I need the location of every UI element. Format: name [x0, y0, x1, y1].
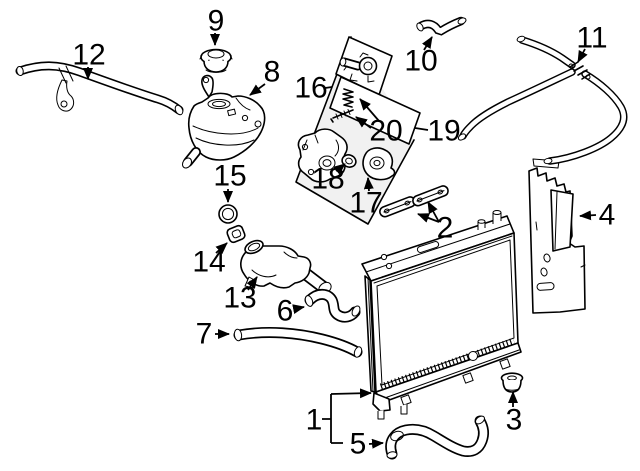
callout-7-number: 7 [196, 318, 213, 351]
upper-radiator-hose-illustration [233, 327, 363, 358]
callout-9: 9 [208, 5, 225, 46]
callout-11-number: 11 [576, 22, 607, 55]
callout-5: 5 [350, 428, 384, 461]
mount-cushion-illustration [500, 372, 524, 393]
callout-18-number: 18 [311, 163, 344, 196]
callout-17: 17 [349, 177, 383, 220]
callout-5-number: 5 [350, 428, 367, 461]
callout-20: 20 [355, 98, 403, 148]
callout-20-number: 20 [369, 115, 402, 148]
bracket-a-illustration [379, 196, 416, 218]
coolant-reservoir-illustration [181, 74, 266, 169]
radiator-illustration [361, 210, 522, 420]
callout-3-number: 3 [506, 404, 523, 437]
callout-2-number: 2 [437, 212, 454, 245]
auxiliary-pump-illustration [339, 52, 378, 83]
callout-6: 6 [277, 295, 305, 328]
o-ring-illustration [218, 204, 238, 224]
callout-7: 7 [196, 318, 230, 351]
callout-6-number: 6 [277, 295, 294, 328]
callout-19-number: 19 [427, 115, 460, 148]
callout-8: 8 [249, 56, 281, 96]
callout-16: 16 [294, 72, 333, 105]
vent-hose-assembly-illustration [457, 35, 628, 165]
callout-11: 11 [576, 22, 608, 63]
callout-15: 15 [213, 160, 247, 203]
callout-12-number: 12 [72, 39, 105, 72]
callout-17-number: 17 [349, 187, 382, 220]
callout-13: 13 [223, 276, 258, 315]
spring-illustration [342, 88, 354, 108]
callout-18: 18 [311, 163, 346, 196]
callout-9-number: 9 [208, 5, 225, 38]
callout-4-number: 4 [599, 199, 616, 232]
callout-15-number: 15 [213, 160, 246, 193]
heater-pipe-illustration [15, 61, 184, 116]
callout-10-number: 10 [404, 45, 437, 78]
lower-radiator-hose-illustration [385, 415, 489, 460]
air-baffle-illustration [528, 158, 586, 314]
bolt-illustration [330, 109, 354, 123]
callout-13-number: 13 [223, 282, 256, 315]
callout-14-number: 14 [192, 246, 225, 279]
callout-1: 1 [306, 388, 372, 444]
callout-3: 3 [506, 391, 523, 437]
bypass-hose-illustration [304, 288, 361, 323]
callout-4: 4 [579, 199, 616, 232]
callout-14: 14 [192, 242, 228, 279]
pipe-bracket [56, 65, 75, 112]
spring-bolt-kit-box [329, 76, 421, 145]
reservoir-cap-illustration [199, 48, 233, 73]
gasket-illustration [226, 224, 246, 244]
elbow-hose-illustration [416, 16, 467, 36]
callout-10: 10 [404, 36, 438, 78]
hose-clamp-illustration [568, 61, 591, 80]
callout-12: 12 [72, 39, 106, 80]
callout-1-number: 1 [306, 404, 323, 437]
callout-2: 2 [417, 201, 454, 245]
callout-19: 19 [414, 115, 461, 148]
bracket-b-illustration [412, 185, 449, 207]
callout-16-number: 16 [294, 72, 327, 105]
thermostat-illustration [362, 147, 396, 181]
callout-8-number: 8 [264, 56, 281, 89]
